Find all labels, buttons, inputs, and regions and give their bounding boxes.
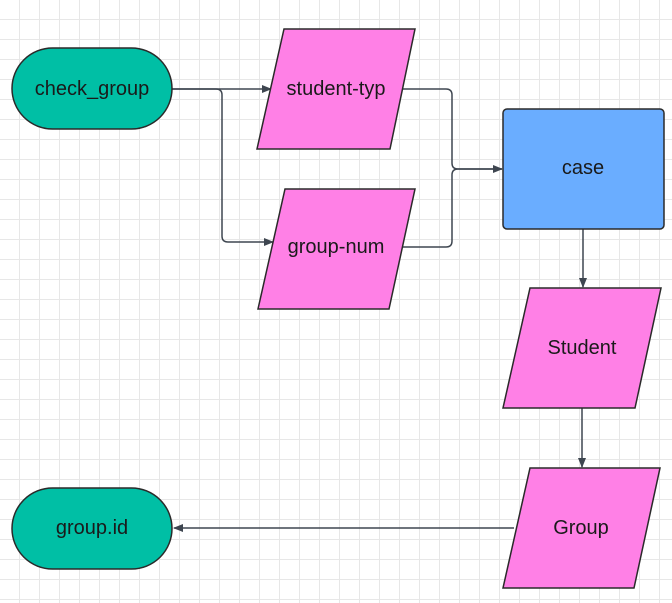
group-id-label: group.id <box>56 517 128 539</box>
case-label: case <box>562 157 604 179</box>
edge-check-group-to-group-num[interactable] <box>172 88 274 246</box>
node-student-typ[interactable]: student-typ <box>256 28 416 150</box>
edge-student-typ-to-case[interactable] <box>403 88 503 173</box>
parallelogram-shape <box>256 28 416 150</box>
parallelogram-shape <box>502 467 661 589</box>
edge-group-num-to-case[interactable] <box>402 168 502 248</box>
parallelogram-shape <box>257 188 416 310</box>
node-group-id[interactable]: group.id <box>11 487 173 570</box>
terminator-shape <box>11 47 173 130</box>
node-check-group[interactable]: check_group <box>11 47 173 130</box>
group-num-label: group-num <box>288 236 385 258</box>
student-typ-label: student-typ <box>287 78 386 100</box>
terminator-shape <box>11 487 173 570</box>
node-student[interactable]: Student <box>502 287 662 409</box>
group-label: Group <box>553 517 609 539</box>
connectors <box>172 85 587 532</box>
check-group-label: check_group <box>35 78 150 100</box>
node-group-num[interactable]: group-num <box>257 188 416 310</box>
process-shape <box>502 108 665 230</box>
student-label: Student <box>548 337 617 359</box>
node-case[interactable]: case <box>502 108 665 230</box>
parallelogram-shape <box>502 287 662 409</box>
node-group[interactable]: Group <box>502 467 661 589</box>
